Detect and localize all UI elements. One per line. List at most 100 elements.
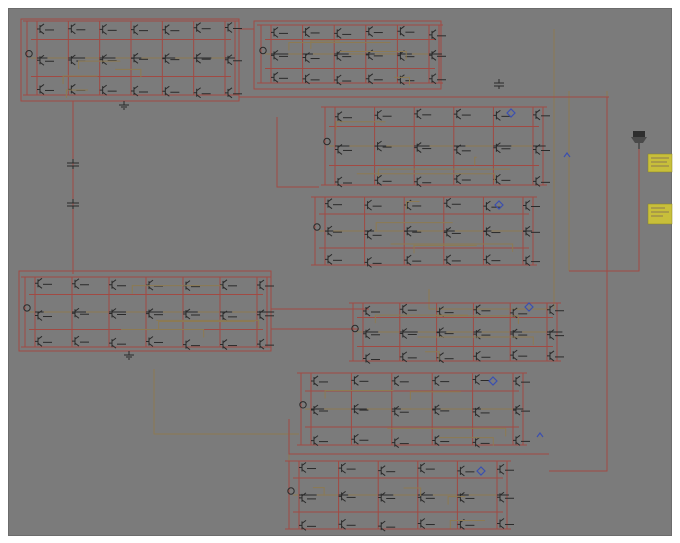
transistor-icon [397,50,415,62]
transistor-icon [35,335,52,347]
transistor-icon [443,254,461,266]
transistor-icon [453,144,471,156]
transistor-icon [37,54,54,66]
transistor-icon [378,465,396,477]
transistor-icon [457,518,475,530]
transistor-icon [472,437,490,448]
transistor-icon [457,465,475,477]
annotation-note [647,153,673,173]
capacitor-icon [494,79,504,89]
transistor-icon [325,198,342,210]
transistor-icon [443,227,461,238]
transistor-icon [338,462,356,474]
transistor-icon [72,335,89,347]
transistor-icon [302,26,320,38]
transistor-icon [417,462,435,474]
transistor-icon [533,175,550,187]
transistor-icon [513,434,530,446]
amplifier-stage [21,276,275,351]
transistor-icon [109,279,126,291]
transistor-icon [414,108,432,120]
schematic-canvas[interactable] [8,8,673,536]
transistor-icon [533,144,550,155]
transistor-icon [483,226,501,237]
transistor-icon [417,518,435,529]
transistor-icon [483,254,501,266]
transistor-icon [497,463,514,475]
transistor-icon [351,433,369,445]
transistor-icon [72,307,89,319]
transistor-icon [68,54,86,66]
top-left-bus [20,18,240,102]
speaker-lead [569,141,640,272]
transistor-icon [334,74,352,86]
transistor-icon [404,254,422,266]
transistor-icon [335,144,352,155]
transistor-icon [432,375,450,387]
transistor-icon [302,52,320,63]
transistor-icon [99,84,117,96]
transistor-icon [271,50,288,61]
transistor-icon [193,22,211,34]
speaker-icon [631,131,647,149]
transistor-icon [547,304,564,316]
transistor-icon [453,173,471,185]
transistor-icon [299,492,316,504]
lower-link [153,369,299,435]
probe-marker-icon [476,108,571,476]
circuit-schematic [18,18,673,532]
transistor-icon [497,518,514,529]
transistor-icon [257,338,274,350]
transistor-icon [547,329,564,341]
transistor-icon [220,279,237,291]
transistor-icon [311,404,328,416]
amplifier-stage [23,20,242,99]
amplifier-stage [321,106,550,188]
transistor-icon [363,305,380,317]
transistor-icon [364,256,382,268]
transistor-icon [378,520,396,532]
transistor-icon [146,308,163,320]
transistor-icon [183,308,200,320]
transistor-icon [338,491,356,502]
transistor-icon [436,306,454,318]
transistor-icon [523,255,540,267]
transistor-icon [325,253,342,265]
transistor-icon [493,173,511,185]
transistor-icon [311,375,328,387]
amplifier-stage [297,372,530,449]
transistor-icon [334,50,352,62]
transistor-icon [473,328,491,340]
transistor-icon [364,199,382,211]
transistor-icon [533,109,550,121]
out-bus-right [549,97,608,472]
transistor-icon [351,374,369,386]
transistor-icon [335,111,352,123]
transistor-icon [99,23,117,35]
transistor-icon [429,29,446,41]
transistor-icon [37,84,54,95]
transistor-icon [162,53,180,65]
transistor-icon [457,492,475,503]
transistor-icon [510,307,528,319]
amplifier-stage [257,24,446,86]
transistor-icon [146,279,163,291]
transistor-icon [162,85,180,97]
transistor-icon [473,304,491,316]
transistor-icon [493,109,511,121]
stage-link-d [428,289,549,310]
transistor-icon [335,176,352,188]
transistor-icon [271,71,288,83]
transistor-icon [391,375,409,387]
transistor-icon [493,142,511,154]
transistor-icon [399,328,417,339]
transistor-icon [399,303,417,315]
transistor-icon [109,308,126,319]
transistor-icon [513,404,530,416]
transistor-icon [472,406,490,418]
transistor-icon [220,339,237,350]
transistor-icon [513,375,530,387]
transistor-icon [547,350,564,362]
transistor-icon [363,328,380,340]
transistor-icon [35,277,52,289]
